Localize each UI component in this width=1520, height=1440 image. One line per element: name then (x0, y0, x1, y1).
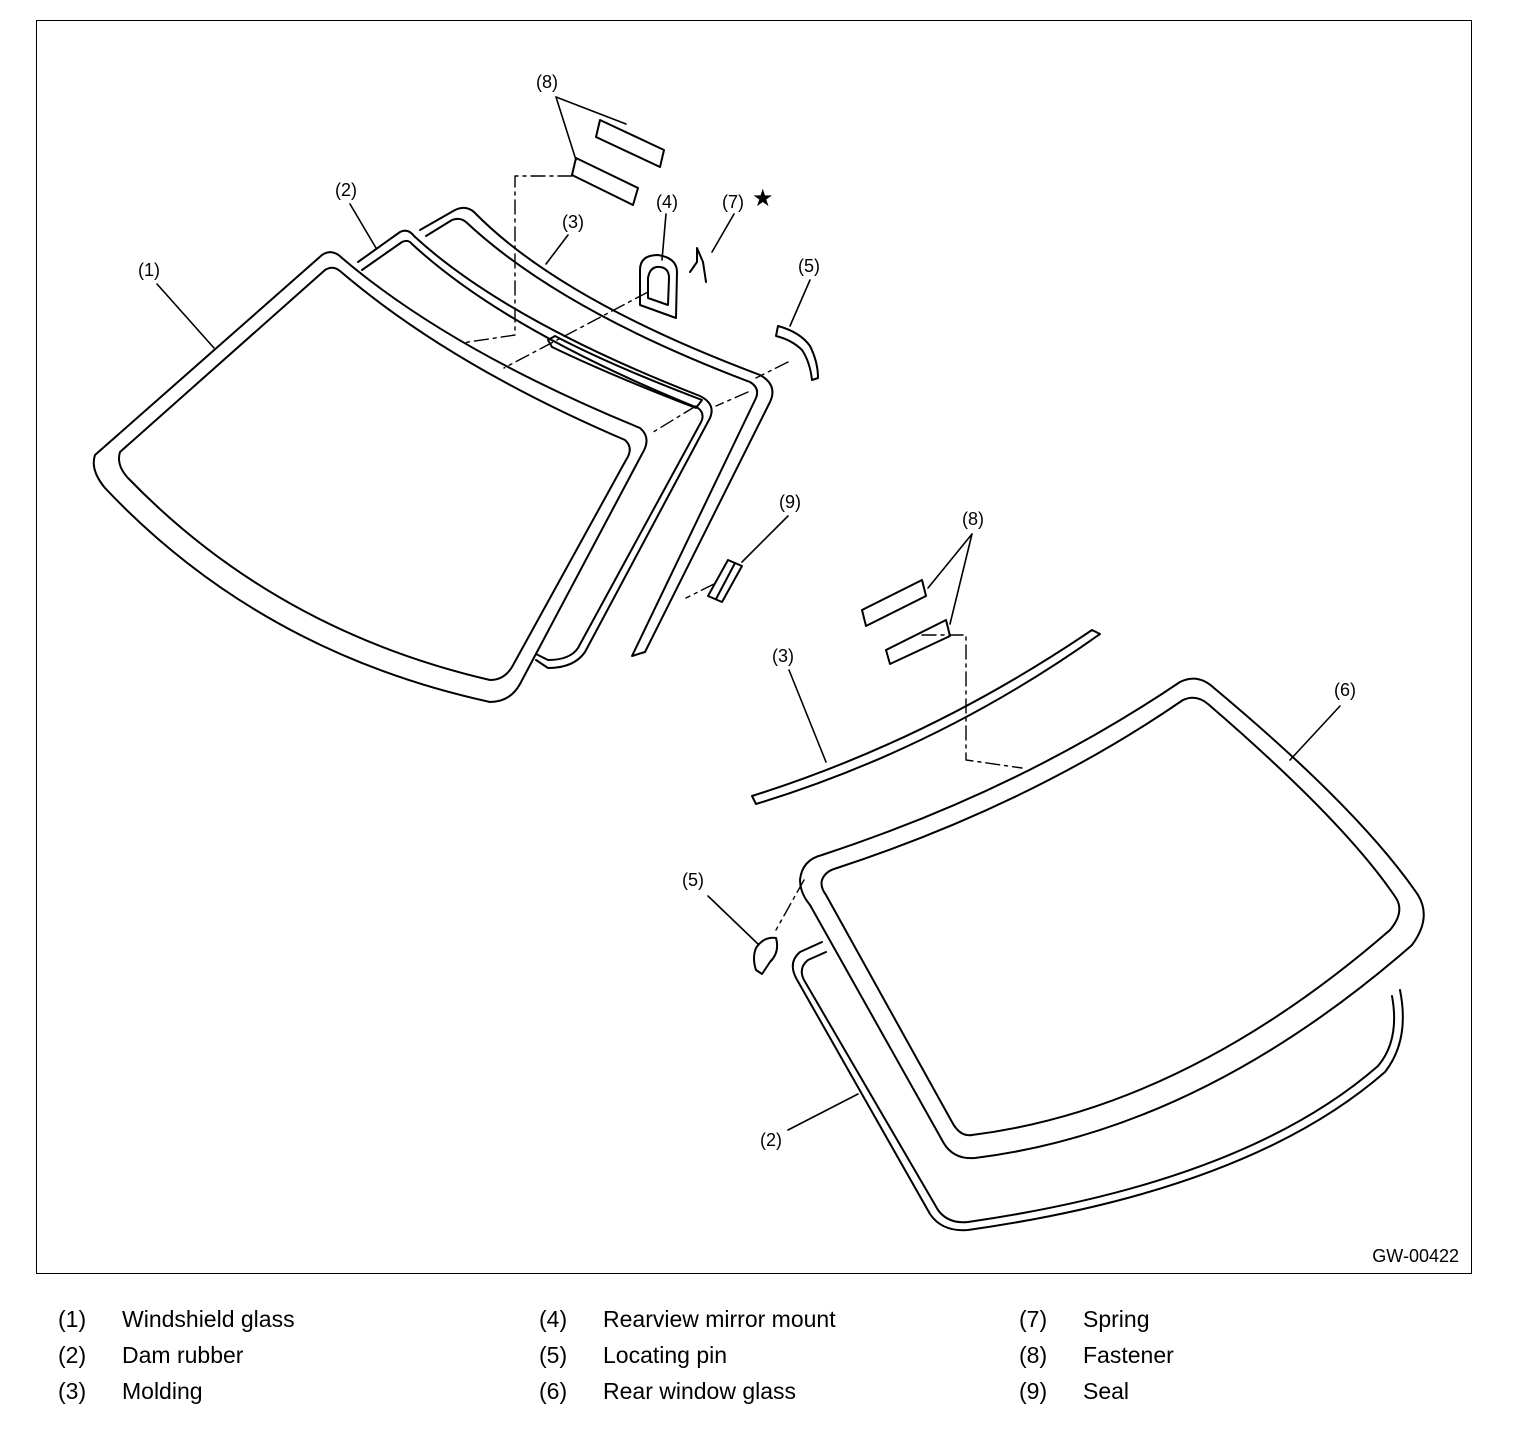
locating-pin-lower (753, 936, 779, 975)
rearview-mirror-mount (639, 254, 678, 319)
fastener-lower-b (885, 619, 951, 665)
locating-pin-upper (775, 325, 819, 381)
legend-label: Locating pin (603, 1342, 728, 1368)
legend-label: Windshield glass (122, 1306, 295, 1332)
fastener-upper-b (571, 157, 639, 206)
callout-7: (7) (722, 192, 744, 212)
callout-2-lower: (2) (760, 1130, 782, 1150)
legend-number: (5) (539, 1342, 568, 1368)
rear-window-molding (751, 629, 1101, 805)
diagram-frame: GW-00422 (36, 20, 1472, 1274)
legend-label: Seal (1083, 1378, 1130, 1404)
legend-number: (6) (539, 1378, 568, 1404)
callout-9: (9) (779, 492, 801, 512)
spring (689, 247, 707, 283)
legend-number: (7) (1019, 1306, 1048, 1332)
legend-number: (9) (1019, 1378, 1048, 1404)
rear-window-dam-rubber (791, 941, 1404, 1232)
callout-8-upper: (8) (536, 72, 558, 92)
legend-label: Dam rubber (122, 1342, 244, 1368)
callout-6: (6) (1334, 680, 1356, 700)
callout-4: (4) (656, 192, 678, 212)
rear-window-glass (799, 677, 1425, 1160)
windshield-glass (92, 251, 648, 703)
legend-number: (1) (58, 1306, 87, 1332)
legend-label: Molding (122, 1378, 203, 1404)
callout-2-upper: (2) (335, 180, 357, 200)
exploded-glass-diagram: (1) (2) (3) (4) (7) ★ (5) (8) (9) (8) (3… (92, 72, 1425, 1232)
fastener-lower-a (861, 579, 927, 627)
leader-lines (156, 96, 1341, 1131)
callout-5-upper: (5) (798, 256, 820, 276)
legend-number: (4) (539, 1306, 568, 1332)
legend-number: (3) (58, 1378, 87, 1404)
windshield-dam-rubber (357, 229, 713, 669)
windshield-molding (419, 206, 774, 657)
callout-3-upper: (3) (562, 212, 584, 232)
callout-1: (1) (138, 260, 160, 280)
legend-number: (8) (1019, 1342, 1048, 1368)
callout-8-lower: (8) (962, 509, 984, 529)
legend-label: Spring (1083, 1306, 1150, 1332)
callout-5-lower: (5) (682, 870, 704, 890)
alignment-lines (461, 175, 1023, 931)
legend-label: Rearview mirror mount (603, 1306, 836, 1332)
star-mark-icon: ★ (752, 185, 774, 212)
callout-3-lower: (3) (772, 646, 794, 666)
legend-label: Fastener (1083, 1342, 1174, 1368)
fastener-upper-a (595, 119, 665, 168)
diagram-code: GW-00422 (1372, 1246, 1459, 1266)
legend-number: (2) (58, 1342, 87, 1368)
legend-label: Rear window glass (603, 1378, 797, 1404)
seal (707, 559, 743, 603)
